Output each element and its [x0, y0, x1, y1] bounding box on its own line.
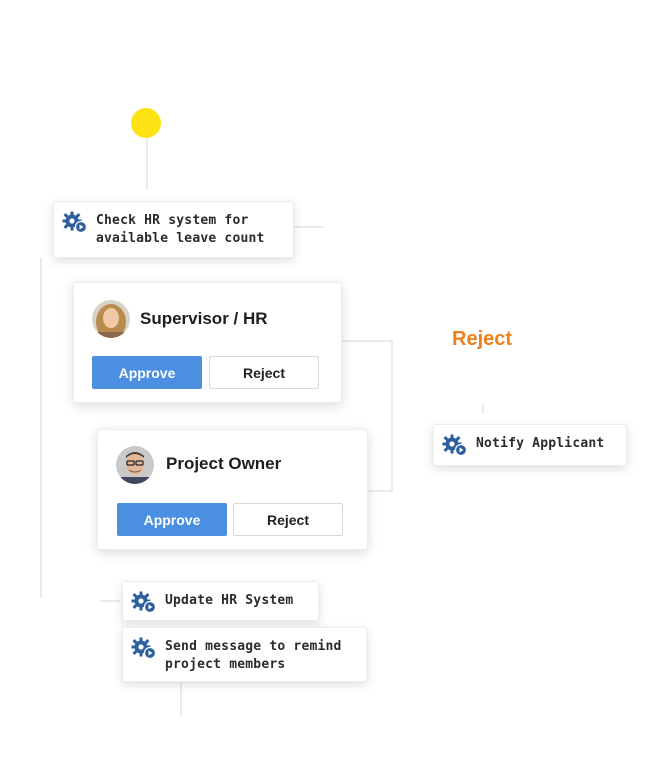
approval-card-supervisor: Supervisor / HR Approve Reject: [73, 282, 342, 403]
connector-notify-top: [482, 404, 484, 414]
start-circle-icon: [131, 108, 161, 138]
task-label: Send message to remind project members: [165, 639, 342, 672]
reject-button[interactable]: Reject: [209, 356, 319, 389]
avatar: [116, 446, 154, 484]
connector-reject-branch: [391, 340, 393, 492]
reject-button[interactable]: Reject: [233, 503, 343, 536]
avatar: [92, 300, 130, 338]
gear-play-icon: [62, 211, 88, 234]
connector-left-rail: [40, 258, 42, 598]
connector-start: [146, 138, 148, 190]
approve-button[interactable]: Approve: [92, 356, 202, 389]
approval-card-project-owner: Project Owner Approve Reject: [97, 429, 368, 550]
branch-label-reject: Reject: [452, 328, 513, 350]
gear-play-icon: [442, 434, 468, 457]
connector-supervisor-right: [342, 340, 392, 342]
gear-play-icon: [131, 637, 157, 660]
connector-owner-right: [368, 490, 393, 492]
approver-name: Project Owner: [166, 454, 282, 473]
task-update-hr[interactable]: Update HR System: [122, 581, 319, 621]
task-send-message[interactable]: Send message to remind project members: [122, 627, 367, 682]
task-check-hr[interactable]: Check HR system for available leave coun…: [53, 201, 294, 258]
task-notify-applicant[interactable]: Notify Applicant: [433, 424, 627, 466]
approve-button[interactable]: Approve: [117, 503, 227, 536]
task-label: Check HR system for available leave coun…: [96, 213, 265, 246]
task-label: Update HR System: [165, 593, 294, 608]
connector-arrow-update: [100, 600, 120, 602]
gear-play-icon: [131, 591, 157, 614]
connector-check-right: [294, 226, 324, 228]
task-label: Notify Applicant: [476, 436, 605, 451]
approver-name: Supervisor / HR: [140, 309, 268, 328]
connector-bottom: [180, 682, 182, 716]
